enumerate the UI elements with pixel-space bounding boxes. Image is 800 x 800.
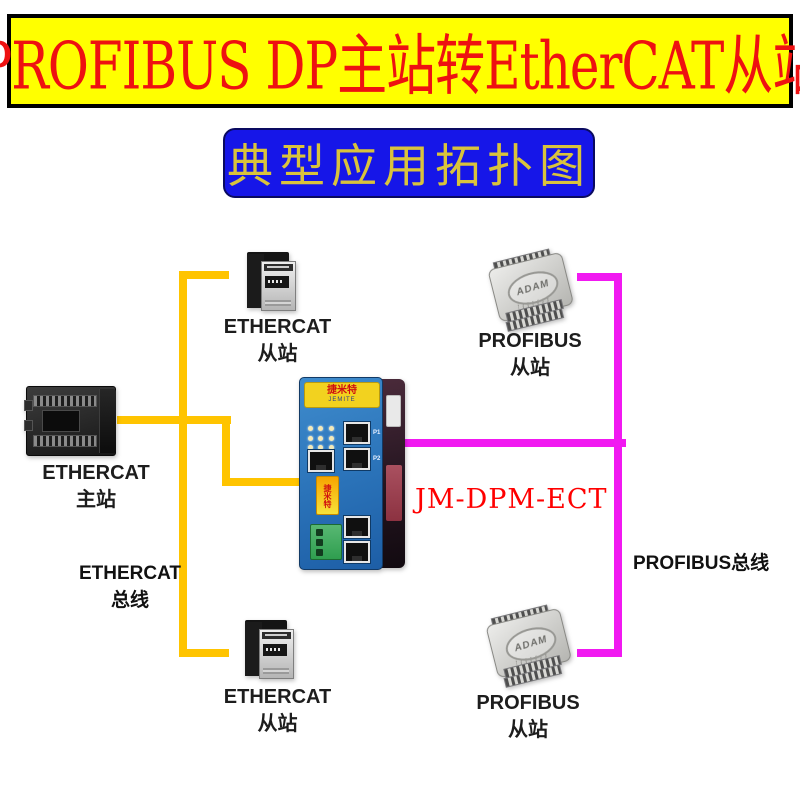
gateway-port-p1-label: P1 <box>373 430 381 436</box>
gateway-side-sticker <box>386 465 402 521</box>
drive-label-band <box>262 632 291 639</box>
gateway-port-lan <box>308 450 334 472</box>
profibus-slave-bottom-label-line2: 从站 <box>508 719 548 741</box>
gateway-side-panel <box>379 379 405 568</box>
page-title: PROFIBUS DP主站转EtherCAT从站 <box>0 28 800 105</box>
drive-label-band <box>264 264 293 271</box>
profibus-slave-top-label-line2: 从站 <box>510 357 550 379</box>
profibus-bus-line-top-branch <box>577 273 622 281</box>
ethercat-slave-bottom-label-line2: 从站 <box>257 713 298 735</box>
plc-terminal-row-bottom <box>33 435 97 447</box>
ethercat-bus-line-gateway-branch <box>222 478 304 486</box>
ethercat-bus-label-line1: ETHERCAT <box>78 563 182 584</box>
gateway-model-label: JM-DPM-ECT <box>415 484 608 515</box>
profibus-slave-bottom-device: ADAM <box>481 599 578 689</box>
gateway-port-p1 <box>344 422 370 444</box>
gateway-front-panel: 捷米特 JEMITE P1 P2 捷米特 <box>299 377 383 570</box>
ethercat-bus-label: ETHERCAT 总线 <box>60 561 200 614</box>
drive-front <box>261 261 296 311</box>
gateway-sticker-text: 捷米特 <box>323 483 332 508</box>
ethercat-slave-bottom-label: ETHERCAT 从站 <box>205 684 350 738</box>
title-banner: PROFIBUS DP主站转EtherCAT从站 <box>0 14 800 108</box>
gateway-port-bottom2 <box>344 541 370 563</box>
ethercat-master-label-line1: ETHERCAT <box>42 462 150 484</box>
adam-logo: ADAM <box>513 633 549 655</box>
gateway-port-p2 <box>344 448 370 470</box>
drive-housing <box>245 622 262 676</box>
plc-end-cap <box>99 389 116 453</box>
ethercat-slave-top-label-line2: 从站 <box>257 343 298 365</box>
drive-display <box>263 644 287 656</box>
ethercat-slave-bottom-device <box>244 620 294 679</box>
drive-vents <box>263 668 289 674</box>
ethercat-bus-label-line2: 总线 <box>110 589 149 611</box>
gateway-brand-cn: 捷米特 <box>327 385 357 396</box>
profibus-slave-top-label: PROFIBUS 从站 <box>460 328 600 382</box>
ethercat-slave-top-label-line1: ETHERCAT <box>223 316 332 338</box>
ethercat-bus-line-top-branch <box>179 271 229 279</box>
gateway-side-label <box>386 395 401 427</box>
profibus-bus-line-bottom-branch <box>577 649 622 657</box>
adam-logo: ADAM <box>515 277 551 299</box>
drive-front <box>259 629 294 679</box>
plc-connector-tab <box>24 420 33 431</box>
gateway-port-bottom1 <box>344 516 370 538</box>
ethercat-bus-line-vertical <box>179 271 187 657</box>
subtitle-banner: 典型应用拓扑图 <box>223 128 595 198</box>
profibus-bus-line-gateway-branch <box>404 439 626 447</box>
ethercat-bus-line-master-branch <box>117 416 231 424</box>
ethercat-bus-line-drop <box>222 416 230 486</box>
gateway-device: 捷米特 JEMITE P1 P2 捷米特 <box>299 377 405 570</box>
subtitle-text: 典型应用拓扑图 <box>227 139 591 193</box>
gateway-front-sticker: 捷米特 <box>316 476 339 515</box>
plc-cover-panel <box>42 410 80 432</box>
ethercat-master-label-line2: 主站 <box>76 489 116 511</box>
profibus-slave-bottom-label: PROFIBUS 从站 <box>458 690 598 744</box>
gateway-brand-en: JEMITE <box>328 397 356 403</box>
gateway-led-grid <box>308 426 336 452</box>
ethercat-slave-top-label: ETHERCAT 从站 <box>205 314 350 368</box>
ethercat-slave-bottom-label-line1: ETHERCAT <box>223 686 332 708</box>
profibus-slave-bottom-label-line1: PROFIBUS <box>476 692 580 714</box>
gateway-port-p2-label: P2 <box>373 456 381 462</box>
profibus-slave-top-device: ADAM <box>483 243 580 333</box>
ethercat-slave-top-device <box>246 252 296 311</box>
profibus-bus-line-vertical <box>614 273 622 657</box>
ethercat-master-device <box>24 386 116 456</box>
drive-housing <box>247 254 264 308</box>
gateway-power-terminal <box>310 524 342 560</box>
profibus-slave-top-label-line1: PROFIBUS <box>478 330 582 352</box>
drive-vents <box>265 300 291 306</box>
plc-connector-tab <box>24 400 33 411</box>
drive-display <box>265 276 289 288</box>
plc-terminal-row-top <box>33 395 97 407</box>
gateway-brand-label: 捷米特 JEMITE <box>304 382 380 408</box>
ethercat-master-label: ETHERCAT 主站 <box>26 460 166 514</box>
profibus-bus-label: PROFIBUS总线 <box>633 553 770 574</box>
ethercat-bus-line-bottom-branch <box>179 649 229 657</box>
